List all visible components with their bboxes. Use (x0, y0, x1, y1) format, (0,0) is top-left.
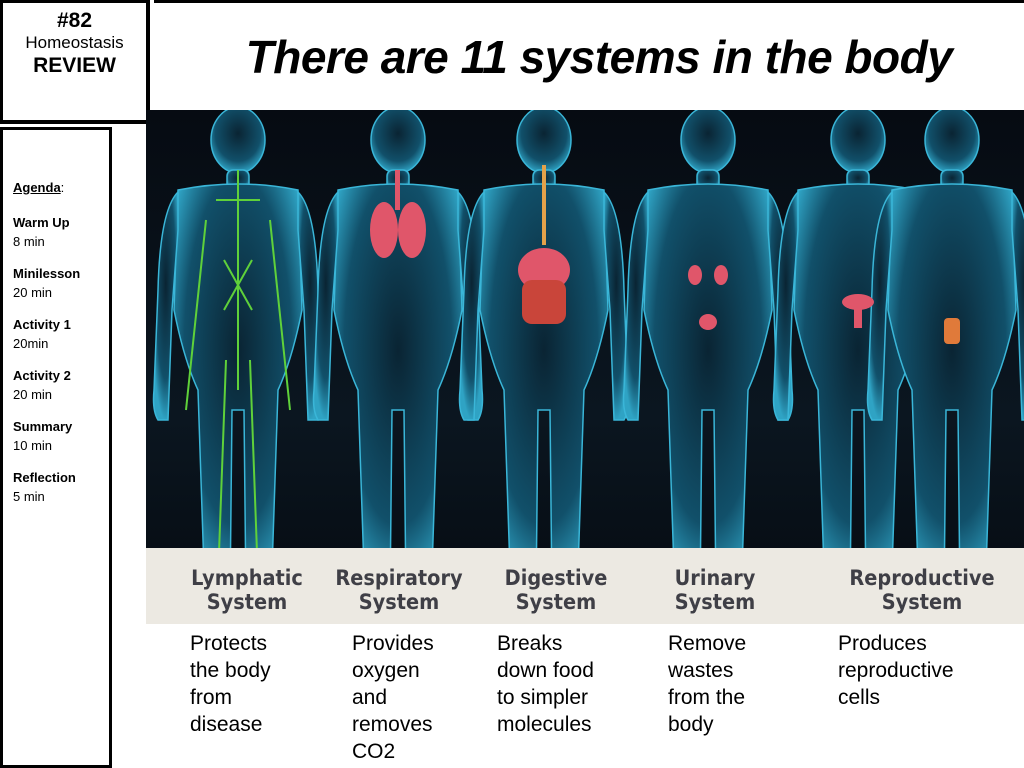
body-systems-illustration (146, 106, 1024, 622)
lesson-number: #82 (56, 9, 93, 32)
lesson-header: #82 Homeostasis REVIEW (0, 0, 150, 124)
lesson-topic: Homeostasis (25, 33, 124, 52)
agenda-heading: Agenda: (13, 180, 65, 195)
caption-strip (146, 548, 1024, 624)
lungs-icon (370, 170, 426, 258)
reproductive-organs-icon (842, 294, 960, 344)
title-bar: There are 11 systems in the body (154, 0, 1024, 110)
digestive-organs-icon (518, 165, 570, 324)
kidneys-icon (688, 265, 728, 330)
lymph-network-icon (185, 170, 291, 581)
lesson-label: REVIEW (33, 54, 116, 77)
slide-title: There are 11 systems in the body (245, 30, 953, 83)
body-figures (152, 106, 1024, 601)
